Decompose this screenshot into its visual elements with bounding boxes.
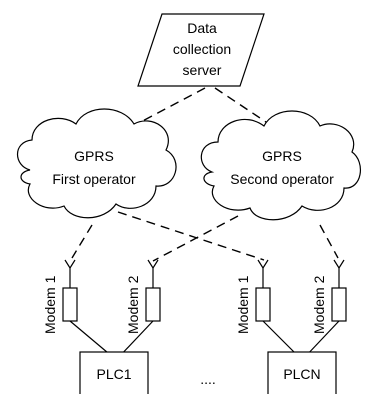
server-label-line3: server bbox=[183, 62, 222, 78]
antenna-icon bbox=[333, 259, 345, 288]
cloud-first-operator: GPRS First operator bbox=[16, 108, 177, 219]
dashed-connections bbox=[71, 87, 339, 262]
antenna-icon bbox=[147, 259, 159, 288]
modem-box bbox=[255, 287, 271, 322]
cloud-second-operator: GPRS Second operator bbox=[200, 110, 361, 221]
cloud2-label-line1: GPRS bbox=[262, 148, 302, 164]
cloud1-label-line2: First operator bbox=[52, 171, 136, 187]
cloud-shape bbox=[200, 110, 361, 221]
modem-box bbox=[145, 287, 161, 322]
modem-label: Modem 1 bbox=[42, 275, 58, 334]
plc-box bbox=[267, 351, 337, 394]
server-label-line1: Data bbox=[187, 20, 217, 36]
modem-boxes bbox=[62, 287, 347, 322]
plc-label: PLCN bbox=[283, 366, 320, 382]
link-cloud1-modem1a bbox=[71, 224, 93, 259]
antenna-icon bbox=[257, 259, 269, 288]
modem-labels: Modem 1 Modem 2 Modem 1 Modem 2 bbox=[42, 275, 327, 334]
plc-label: PLC1 bbox=[96, 366, 131, 382]
plc-1: PLC1 bbox=[79, 351, 149, 394]
modem-label: Modem 2 bbox=[311, 275, 327, 334]
link-cloud2-modem2a bbox=[152, 215, 239, 262]
cloud1-label-line1: GPRS bbox=[74, 148, 114, 164]
antenna-icon bbox=[64, 259, 76, 288]
plc-box bbox=[79, 351, 149, 394]
server-parallelogram bbox=[137, 13, 265, 87]
link-cloud1-modem1b bbox=[117, 211, 265, 261]
modem-box bbox=[62, 287, 78, 322]
link-server-cloud2 bbox=[214, 87, 276, 129]
modem-box bbox=[331, 287, 347, 322]
link-server-cloud1 bbox=[134, 87, 206, 126]
antennas bbox=[64, 259, 345, 288]
data-collection-server: Data collection server bbox=[137, 13, 265, 87]
link-cloud2-modem2b bbox=[319, 224, 339, 259]
cloud-shape bbox=[16, 108, 177, 219]
plc-n: PLCN bbox=[267, 351, 337, 394]
modem-label: Modem 1 bbox=[235, 275, 251, 334]
cloud2-label-line2: Second operator bbox=[230, 171, 334, 187]
ellipsis: .... bbox=[200, 371, 216, 387]
server-label-line2: collection bbox=[173, 41, 231, 57]
modem-label: Modem 2 bbox=[125, 275, 141, 334]
